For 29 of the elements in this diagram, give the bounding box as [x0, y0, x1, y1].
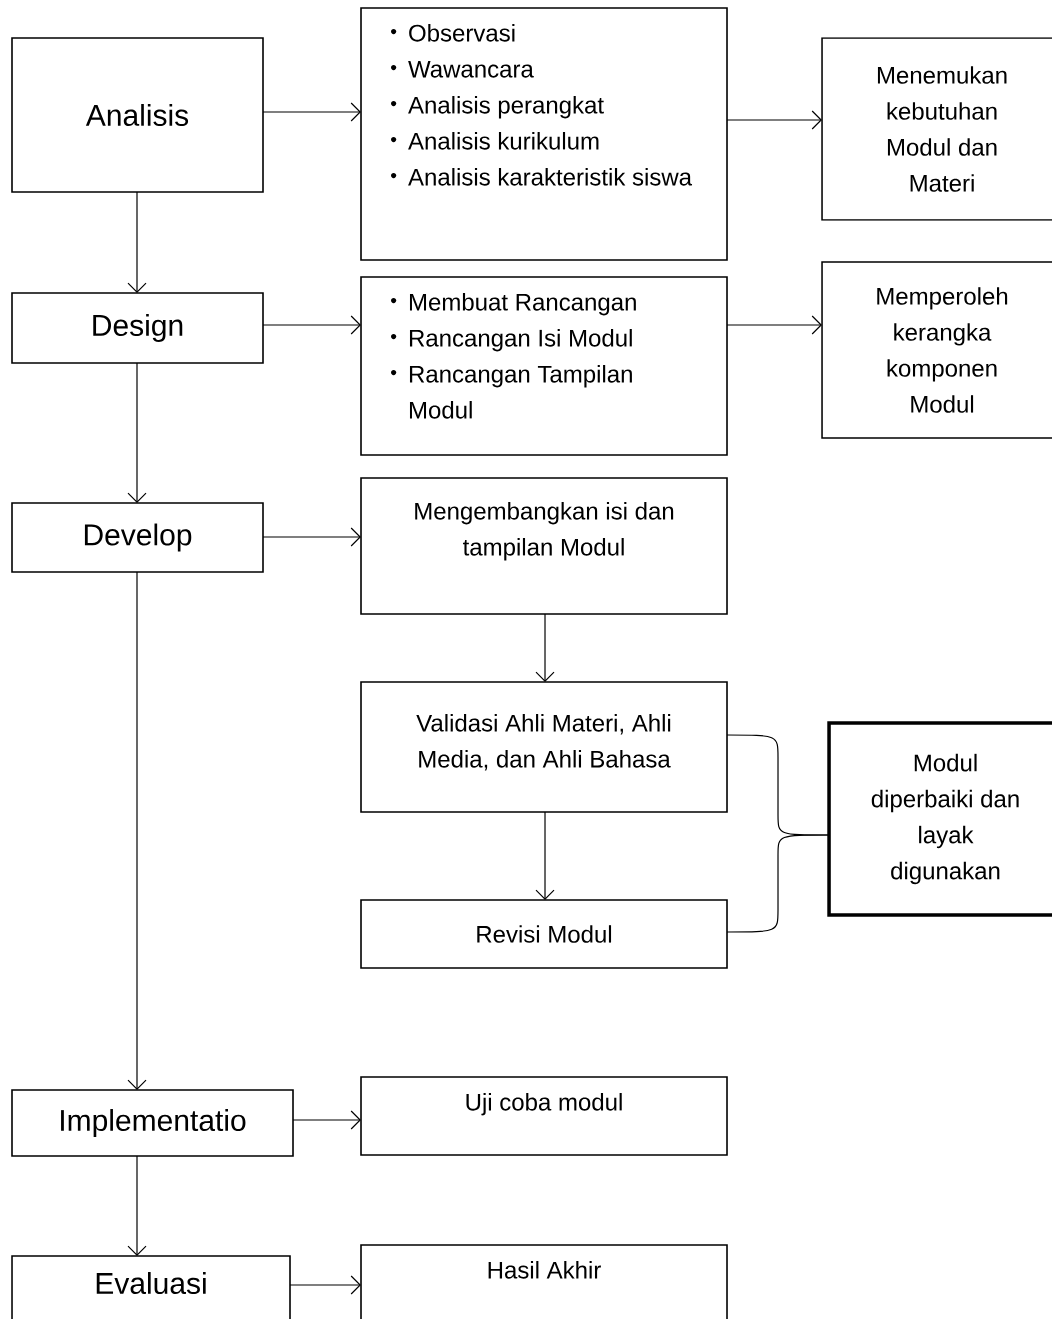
- arrow: [127, 191, 147, 293]
- arrow: [127, 362, 147, 503]
- process-box: Uji coba modul: [360, 1076, 728, 1156]
- arrow: [726, 110, 822, 130]
- arrow: [535, 811, 555, 900]
- arrow: [262, 102, 361, 122]
- arrow: [127, 571, 147, 1090]
- process-box: Hasil Akhir: [360, 1244, 728, 1319]
- process-box: Validasi Ahli Materi, Ahli Media, dan Ahli Bahasa: [360, 681, 728, 813]
- arrow: [726, 315, 822, 335]
- process-box: Mengembangkan isi dan tampilan Modul: [360, 477, 728, 615]
- process-box: Revisi Modul: [360, 899, 728, 969]
- process-box: Modul diperbaiki dan layak digunakan: [827, 721, 1052, 917]
- bracket-line: [726, 834, 830, 933]
- process-box: Analisis: [11, 37, 264, 193]
- process-box: Implementatio: [11, 1089, 294, 1157]
- arrow: [127, 1155, 147, 1256]
- arrow: [535, 613, 555, 682]
- process-box: Menemukan kebutuhan Modul dan Materi: [821, 37, 1052, 221]
- arrow: [262, 527, 361, 547]
- process-box: Observasi Wawancara Analisis perangkat Analisis kurikulum Analisis karakteristik siswa: [360, 7, 728, 261]
- process-box: Design: [11, 292, 264, 364]
- process-box: Develop: [11, 502, 264, 573]
- process-box: Membuat Rancangan Rancangan Isi Modul Rancangan Tampilan Modul: [360, 276, 728, 456]
- arrow: [289, 1275, 361, 1295]
- arrow: [262, 315, 361, 335]
- arrow: [292, 1110, 361, 1130]
- process-box: Memperoleh kerangka komponen Modul: [821, 261, 1052, 439]
- process-box: Evaluasi: [11, 1255, 291, 1319]
